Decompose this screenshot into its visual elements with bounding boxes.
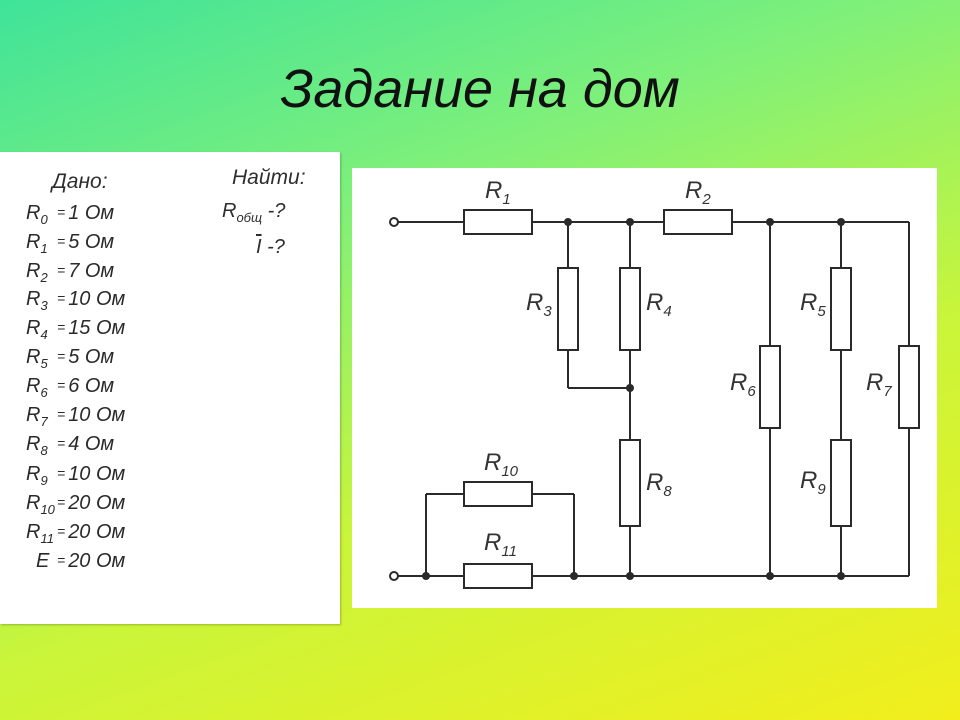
junction-node — [626, 572, 634, 580]
given-row: E=20 Ом — [36, 550, 126, 572]
resistor-label-r7: R7 — [866, 369, 892, 400]
resistor-r9 — [830, 439, 852, 527]
given-header: Дано: — [52, 170, 108, 193]
resistor-label-r4: R4 — [646, 289, 672, 320]
given-row: R9=10 Ом — [26, 463, 126, 488]
junction-node — [766, 572, 774, 580]
resistor-r5 — [830, 267, 852, 351]
find-total-resistance: Rобщ -? — [222, 200, 286, 225]
resistor-label-r2: R2 — [685, 177, 711, 208]
given-row: R3=10 Ом — [26, 288, 126, 313]
resistor-label-r6: R6 — [730, 369, 756, 400]
given-row: R11=20 Ом — [26, 521, 126, 546]
circuit-wires — [398, 221, 910, 577]
junction-node — [626, 384, 634, 392]
resistor-label-r1: R1 — [485, 177, 511, 208]
resistor-r1 — [463, 209, 533, 235]
resistor-r4 — [619, 267, 641, 351]
junction-node — [564, 218, 572, 226]
given-panel: Дано: Найти: Rобщ -? I -? R0=1 Ом R1=5 О… — [0, 152, 340, 624]
find-current: I -? — [256, 236, 285, 258]
resistor-r6 — [759, 345, 781, 429]
given-row: R8=4 Ом — [26, 433, 115, 458]
resistor-r2 — [663, 209, 733, 235]
resistor-label-r10: R10 — [484, 449, 519, 480]
resistor-r8 — [619, 439, 641, 527]
given-row: R0=1 Ом — [26, 202, 115, 227]
circuit-panel: R1 R2 R3 R4 R5 R6 R7 R8 R9 R10 R11 — [352, 168, 937, 608]
resistor-r10 — [463, 481, 533, 507]
resistor-r3 — [557, 267, 579, 351]
junction-node — [837, 218, 845, 226]
resistor-r11 — [463, 563, 533, 589]
given-row: R10=20 Ом — [26, 492, 126, 517]
junction-node — [837, 572, 845, 580]
junction-node — [422, 572, 430, 580]
given-row: R4=15 Ом — [26, 317, 126, 342]
find-header: Найти: — [232, 166, 306, 189]
given-row: R1=5 Ом — [26, 231, 115, 256]
given-row: R6=6 Ом — [26, 375, 115, 400]
junction-node — [570, 572, 578, 580]
given-row: R5=5 Ом — [26, 346, 115, 371]
page-title: Задание на дом — [280, 59, 680, 119]
given-row: R2=7 Ом — [26, 260, 115, 285]
resistor-r7 — [898, 345, 920, 429]
resistor-label-r8: R8 — [646, 469, 672, 500]
resistor-label-r5: R5 — [800, 289, 826, 320]
output-terminal — [389, 571, 399, 581]
resistor-label-r9: R9 — [800, 467, 826, 498]
resistor-label-r3: R3 — [526, 289, 552, 320]
junction-node — [626, 218, 634, 226]
input-terminal — [389, 217, 399, 227]
junction-node — [766, 218, 774, 226]
circuit-diagram: R1 R2 R3 R4 R5 R6 R7 R8 R9 R10 R11 — [389, 177, 920, 589]
resistor-label-r11: R11 — [484, 529, 517, 560]
given-row: R7=10 Ом — [26, 404, 126, 429]
